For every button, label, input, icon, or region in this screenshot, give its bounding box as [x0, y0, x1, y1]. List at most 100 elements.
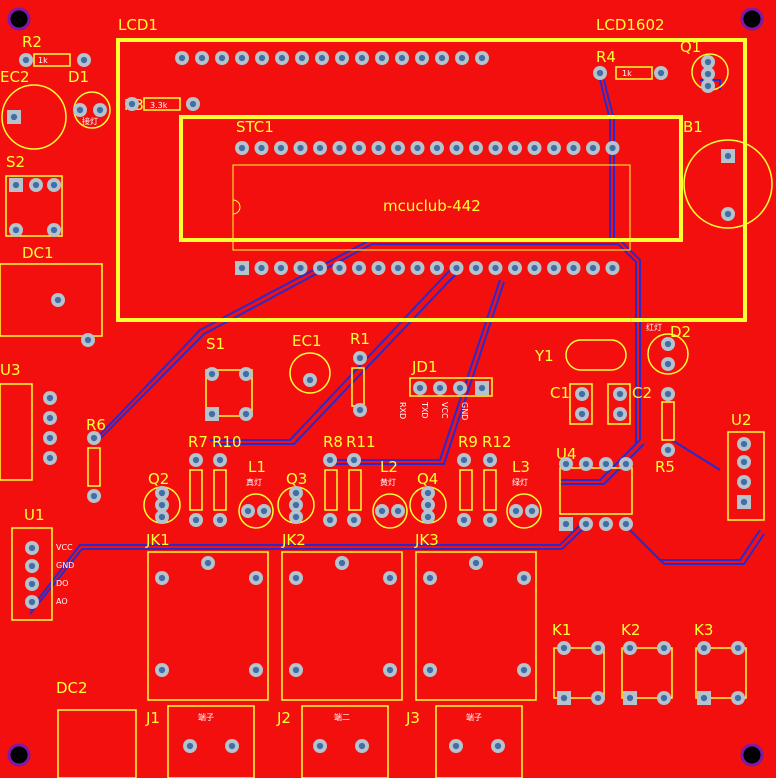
label-d2-name: 红灯: [646, 322, 662, 332]
label-s2: S2: [6, 153, 25, 171]
pad-hole: [394, 144, 402, 152]
pad-hole: [626, 644, 634, 652]
pad-hole: [578, 410, 586, 418]
pad-hole: [622, 520, 630, 528]
pad-hole: [386, 666, 394, 674]
pad-hole: [418, 54, 426, 62]
pad-hole: [216, 516, 224, 524]
pad-hole: [316, 742, 324, 750]
pad-hole: [292, 489, 300, 497]
pad-hole: [158, 666, 166, 674]
stc1-pins-top: [235, 141, 620, 155]
pad-hole: [186, 742, 194, 750]
pad-hole: [208, 410, 216, 418]
pad-hole: [10, 113, 18, 121]
pad-hole: [594, 644, 602, 652]
pad-hole: [192, 456, 200, 464]
pad-hole: [472, 559, 480, 567]
label-r12: R12: [482, 433, 512, 451]
pads: [7, 53, 751, 753]
label-d2: D2: [670, 323, 691, 341]
label-d1-name: 接灯: [82, 116, 98, 126]
label-stc1: STC1: [236, 118, 274, 136]
pad-hole: [355, 144, 363, 152]
label-q3: Q3: [286, 470, 307, 488]
stc1-pins-bottom: [235, 261, 620, 275]
pad-hole: [550, 264, 558, 272]
label-c1: C1: [550, 384, 570, 402]
pad-hole: [318, 54, 326, 62]
pad-hole: [158, 489, 166, 497]
label-rxd: RXD: [398, 402, 407, 419]
pad-hole: [258, 264, 265, 272]
pad-hole: [704, 82, 712, 90]
mounting-holes: [7, 7, 764, 767]
pad-hole: [28, 598, 36, 606]
pad-hole: [511, 144, 519, 152]
label-u4: U4: [556, 445, 577, 463]
pad-hole: [582, 520, 590, 528]
pad-hole: [478, 384, 486, 392]
pad-hole: [550, 144, 558, 152]
pad-hole: [453, 144, 460, 152]
pad-hole: [158, 574, 166, 582]
label-q1: Q1: [680, 38, 701, 56]
label-k3: K3: [694, 621, 713, 639]
label-l2: L2: [380, 458, 398, 476]
label-r2-value: 1k: [38, 56, 48, 65]
label-l2-name: 黄灯: [380, 477, 396, 487]
pad-hole: [242, 410, 250, 418]
label-u1-gnd: GND: [56, 561, 74, 570]
pad-hole: [356, 406, 364, 414]
pad-hole: [258, 144, 265, 152]
label-u1-vcc: VCC: [56, 543, 73, 552]
pad-hole: [609, 144, 616, 152]
label-y1: Y1: [534, 347, 554, 365]
pad-hole: [724, 210, 732, 218]
pad-hole: [28, 580, 36, 588]
pad-hole: [426, 574, 434, 582]
pad-hole: [424, 489, 432, 497]
label-j3-name: 端子: [466, 712, 482, 722]
pad-hole: [32, 181, 40, 189]
label-u2: U2: [731, 411, 752, 429]
pad-hole: [460, 456, 468, 464]
pad-hole: [316, 264, 324, 272]
pad-hole: [277, 144, 285, 152]
pad-hole: [734, 644, 742, 652]
pad-hole: [252, 574, 260, 582]
pad-hole: [570, 144, 577, 152]
pad-hole: [80, 56, 88, 64]
label-jk2: JK2: [281, 531, 306, 549]
pad-hole: [96, 106, 104, 114]
pad-hole: [178, 54, 186, 62]
pad-hole: [46, 434, 54, 442]
pad-hole: [242, 370, 250, 378]
label-u1-do: DO: [56, 579, 68, 588]
pad-hole: [472, 144, 480, 152]
pad-hole: [326, 516, 334, 524]
pad-hole: [260, 507, 268, 515]
pad-hole: [244, 507, 252, 515]
pad-hole: [158, 513, 166, 521]
pad-hole: [478, 54, 486, 62]
label-r11: R11: [346, 433, 376, 451]
pad-hole: [492, 264, 499, 272]
pad-hole: [414, 144, 421, 152]
pad-hole: [28, 562, 36, 570]
pad-hole: [336, 144, 343, 152]
pad-hole: [208, 370, 216, 378]
stc1-outline: [179, 115, 683, 242]
pad-hole: [424, 501, 432, 509]
pad-hole: [158, 501, 166, 509]
pad-hole: [394, 264, 402, 272]
pad-hole: [452, 742, 460, 750]
pad-hole: [358, 742, 366, 750]
label-r1: R1: [350, 330, 370, 348]
pad-hole: [724, 152, 732, 160]
pad-hole: [298, 54, 306, 62]
lcd-pin-header: [175, 51, 489, 65]
label-chip: mcuclub-442: [383, 197, 481, 215]
traces: [29, 79, 765, 615]
label-q4: Q4: [417, 470, 438, 488]
